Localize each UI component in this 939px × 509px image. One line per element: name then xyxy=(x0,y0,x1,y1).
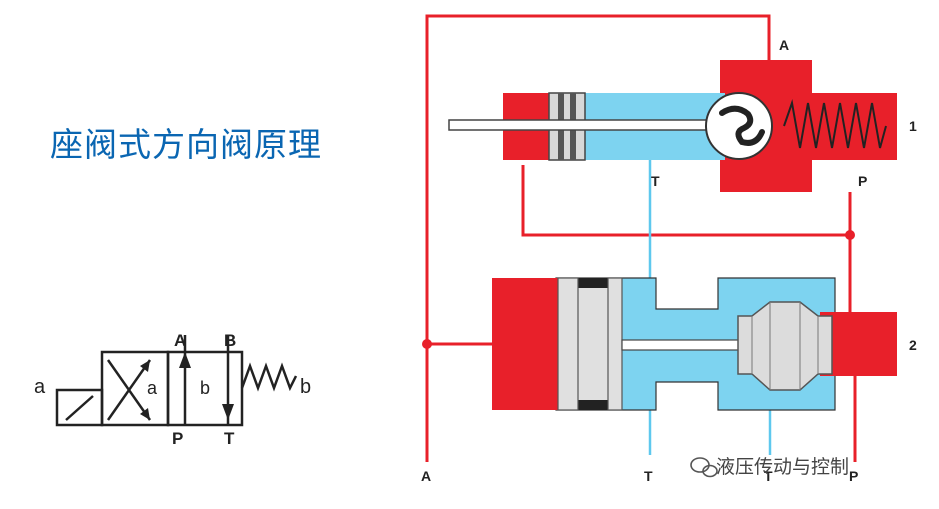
symbol-port-p: P xyxy=(172,429,183,448)
valve1-spring xyxy=(783,99,887,149)
valve-port-a-bottom: A xyxy=(421,468,431,484)
valve-port-t-bottom-2: T xyxy=(764,468,773,484)
symbol-label-b: b xyxy=(200,378,210,398)
valve2-red-right xyxy=(820,312,897,376)
cross-arrow-2 xyxy=(106,359,152,421)
red-pipes xyxy=(425,14,857,462)
blue-pipes xyxy=(648,160,772,455)
valve-label-1: 1 xyxy=(909,118,917,134)
symbol-port-b: B xyxy=(224,331,236,350)
symbol-port-a: A xyxy=(174,331,186,350)
valve-symbol xyxy=(55,335,298,427)
valve2-rod xyxy=(621,339,745,351)
valve2-piston xyxy=(557,277,623,411)
valve-label-2: 2 xyxy=(909,337,917,353)
wechat-icon xyxy=(690,457,718,478)
valve-port-a-top: A xyxy=(779,37,789,53)
symbol-label-a: a xyxy=(147,378,158,398)
valve2-piston-seal-bottom xyxy=(578,400,608,410)
junction-p xyxy=(845,230,855,240)
valve2-red-cylinder xyxy=(492,278,558,410)
symbol-port-t: T xyxy=(224,429,235,448)
spring-symbol xyxy=(240,362,298,392)
valve-port-p-upper: P xyxy=(858,173,867,189)
valve1-rod xyxy=(448,119,710,131)
valve2-piston-seal-top xyxy=(578,278,608,288)
symbol-label-a-left: a xyxy=(34,376,46,398)
valve-2 xyxy=(492,277,897,411)
valve-port-t-bottom: T xyxy=(644,468,653,484)
pipe-a-loop xyxy=(425,14,771,462)
valve1-red-right xyxy=(780,93,897,160)
valve-port-t-upper: T xyxy=(651,173,660,189)
valve-1 xyxy=(448,60,897,192)
envelope-straight xyxy=(166,350,244,427)
page-title: 座阀式方向阀原理 xyxy=(50,125,322,164)
symbol-arrowheads xyxy=(140,352,234,420)
watermark-text: 液压传动与控制 xyxy=(716,456,850,478)
valve-port-p-bottom: P xyxy=(849,468,858,484)
valve1-ball-mark xyxy=(719,105,765,146)
valve1-ball xyxy=(705,92,773,160)
symbol-label-b-right: b xyxy=(300,376,311,398)
junction-a xyxy=(422,339,432,349)
solenoid-coil-line xyxy=(65,395,94,421)
pipe-left-chamber xyxy=(521,165,850,237)
